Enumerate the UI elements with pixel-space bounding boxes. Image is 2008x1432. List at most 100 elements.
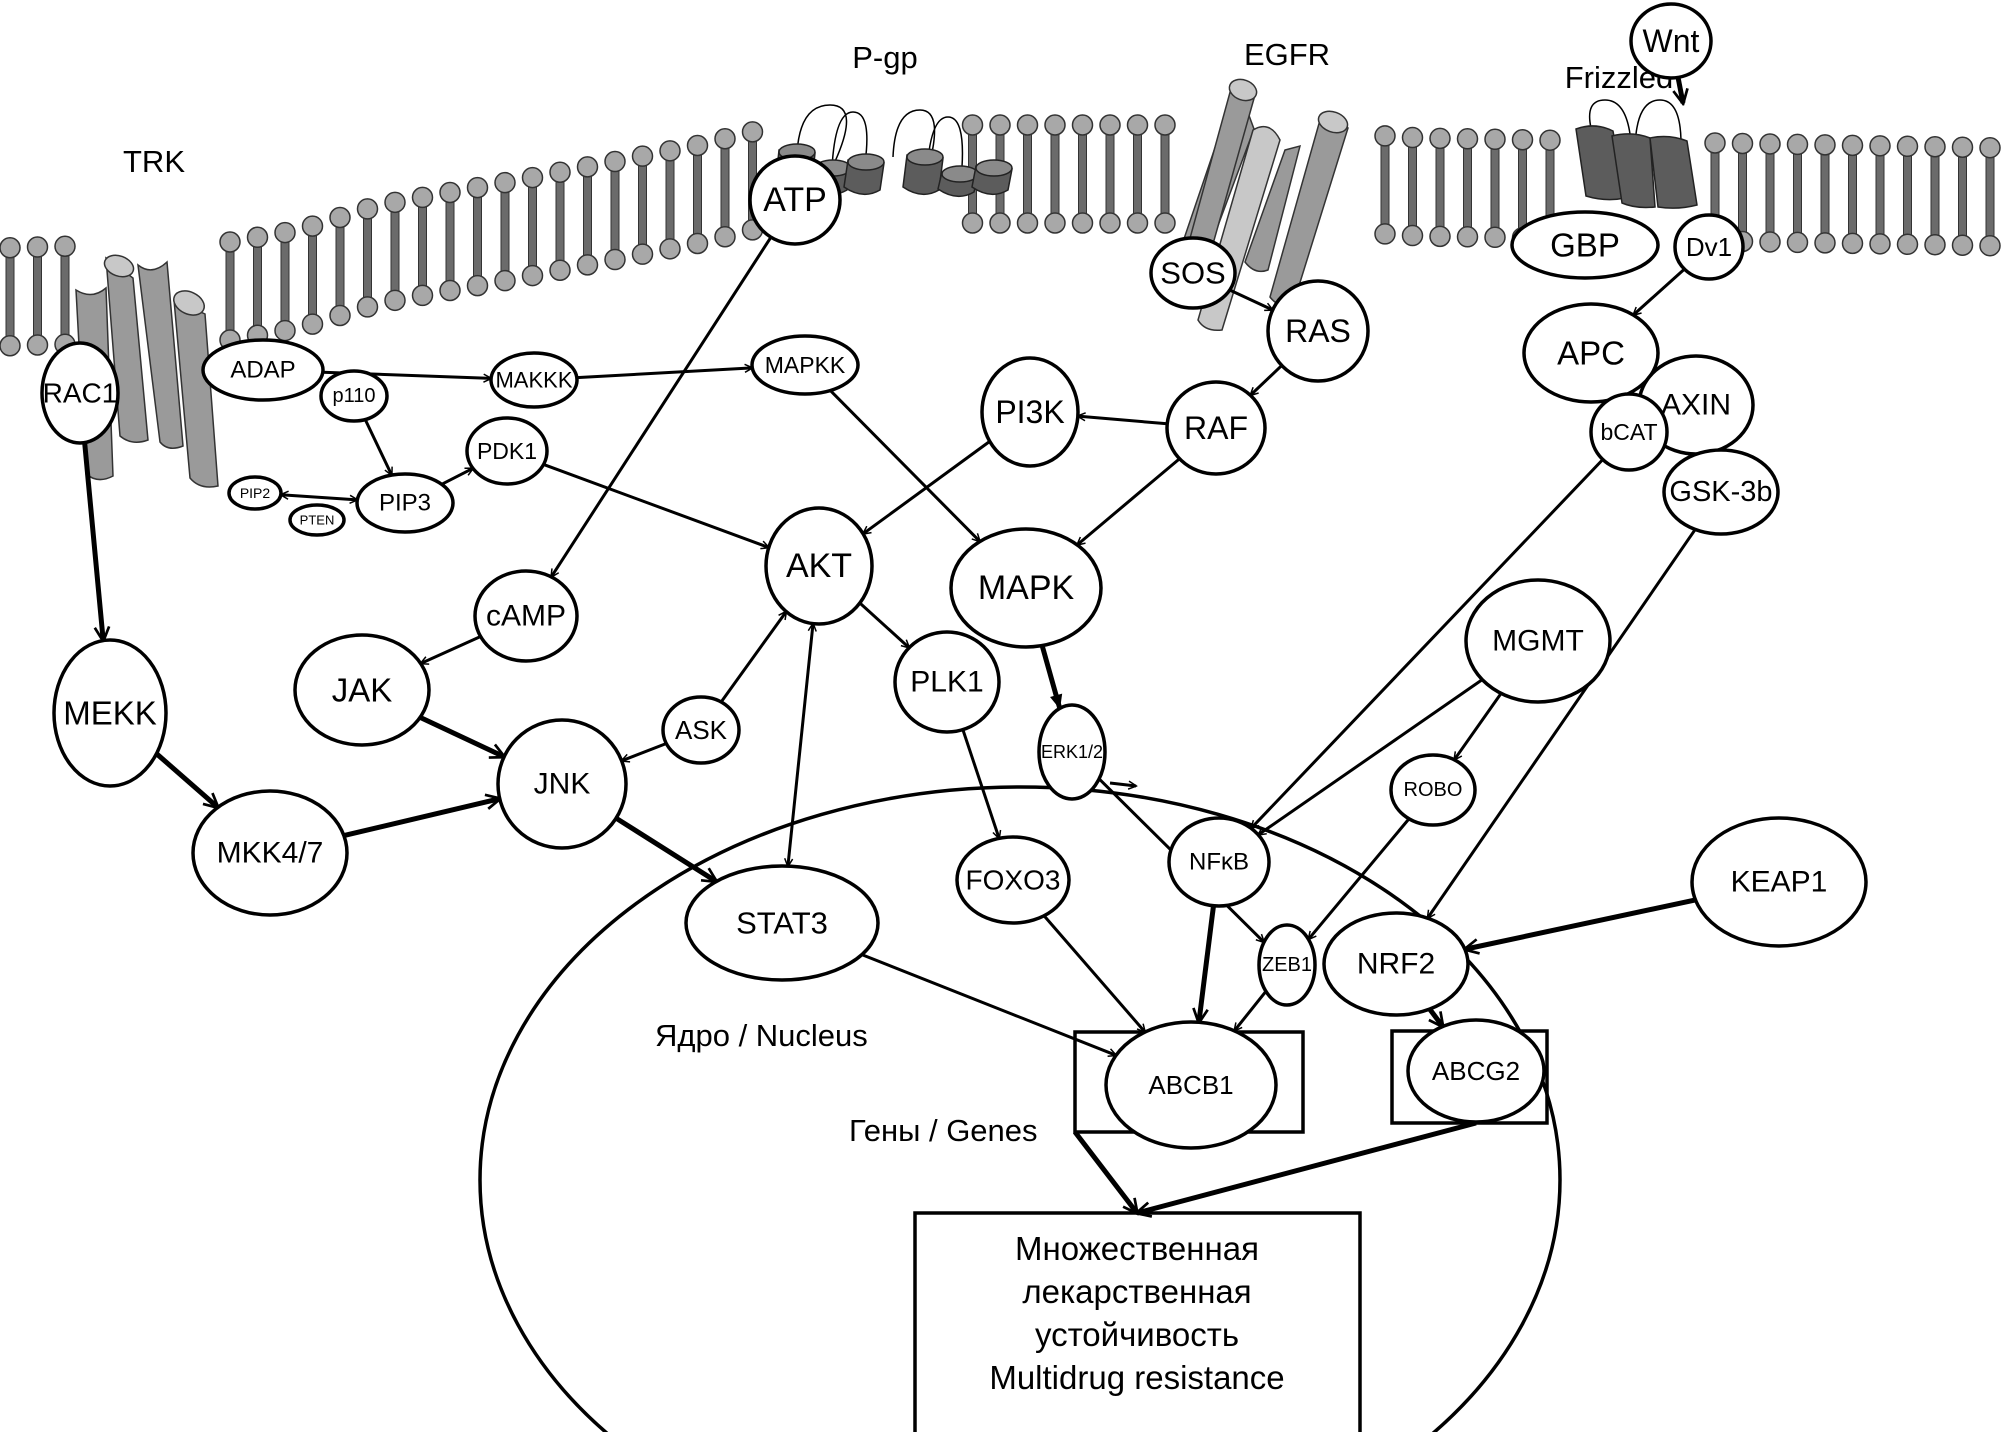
frizzled-receptor	[1575, 99, 1698, 209]
zeb1-label: ZEB1	[1262, 954, 1312, 976]
mdr-line-4: Multidrug resistance	[989, 1359, 1284, 1396]
lipid	[521, 166, 544, 287]
akt-label: AKT	[786, 547, 852, 585]
erk12-node: ERK1/2	[1037, 703, 1107, 801]
mgmt-label: MGMT	[1492, 625, 1584, 658]
p110-label: p110	[332, 385, 375, 407]
edge-mkk47-jnk	[343, 799, 500, 838]
pi3k-label: PI3K	[995, 394, 1064, 430]
keap1-node: KEAP1	[1690, 816, 1868, 948]
lipid	[1814, 134, 1836, 254]
edge-pip3-pip2	[281, 495, 357, 500]
lipid	[549, 161, 571, 281]
jak-label: JAK	[332, 672, 393, 709]
lipid	[411, 186, 434, 307]
lipid	[576, 156, 599, 276]
edge-nfkb-abcb1	[1199, 905, 1216, 1023]
gbp-label: GBP	[1550, 227, 1620, 264]
pgp-helix	[971, 159, 1013, 196]
lipid	[301, 215, 324, 335]
dv1-node: Dv1	[1673, 213, 1745, 281]
edge-raf-mapk	[1077, 457, 1181, 545]
edge-foxo3-abcb1	[1042, 914, 1145, 1032]
lipid	[274, 221, 296, 342]
edge-stat3-abcb1	[861, 953, 1116, 1056]
edge-akt-stat3	[788, 624, 813, 866]
jnk-node: JNK	[496, 718, 628, 850]
nucleus-label: Ядро / Nucleus	[655, 1018, 868, 1053]
trk-label: TRK	[123, 144, 185, 179]
lipid	[659, 140, 681, 260]
lipid	[1126, 114, 1149, 234]
pip2-label: PIP2	[240, 485, 271, 501]
lipid	[1099, 114, 1121, 234]
bcat-label: bCAT	[1600, 419, 1657, 445]
nfkb-node: NFκB	[1167, 816, 1271, 908]
abcb1-label: ABCB1	[1148, 1070, 1233, 1100]
pdk1-node: PDK1	[465, 416, 549, 486]
edge-atp-camp	[550, 236, 773, 577]
lipid	[1401, 126, 1424, 247]
pgp-helix	[937, 165, 979, 198]
mapkk-node: MAPKK	[750, 334, 860, 396]
edge-mgmt-nfkb	[1258, 678, 1484, 835]
mkk47-node: MKK4/7	[191, 789, 349, 917]
edge-bcat-nfkb	[1251, 458, 1604, 829]
atp-node: ATP	[748, 154, 842, 246]
wnt-node: Wnt	[1629, 2, 1713, 80]
sos-node: SOS	[1149, 236, 1237, 310]
mgmt-node: MGMT	[1464, 578, 1612, 704]
lipid	[1456, 128, 1479, 248]
stat3-node: STAT3	[684, 864, 880, 982]
sos-label: SOS	[1160, 256, 1225, 291]
adap-node: ADAP	[201, 338, 325, 402]
lipid	[1374, 125, 1396, 245]
multidrug-resistance-box: Множественная лекарственная устойчивость…	[913, 1211, 1362, 1432]
membrane-receptors	[75, 78, 1698, 488]
nucleus	[478, 785, 1562, 1432]
edge-jnk-stat3	[614, 816, 716, 884]
edge-rac1-mekk	[82, 442, 104, 641]
lipid	[439, 181, 461, 302]
mekk-node: MEKK	[52, 638, 168, 788]
lipid	[356, 198, 379, 318]
edge-gsk3b-nrf2	[1426, 528, 1697, 918]
edge-mekk-mkk47	[154, 751, 217, 808]
edge-mapkk-mapk	[829, 389, 980, 541]
mkk47-label: MKK4/7	[217, 837, 324, 870]
lipid	[1951, 136, 1974, 256]
edge-sos-ras	[1229, 288, 1273, 312]
edge-jak-jnk	[419, 715, 504, 760]
gsk3b-node: GSK-3b	[1662, 448, 1780, 536]
jnk-label: JNK	[534, 768, 591, 801]
pdk1-label: PDK1	[477, 438, 537, 464]
pgp-helix	[843, 153, 885, 196]
edge-mapk-erk12	[1039, 644, 1063, 710]
lipid	[466, 176, 489, 297]
plk1-node: PLK1	[893, 630, 1001, 734]
cell-membrane	[0, 114, 2001, 357]
lipid	[714, 128, 736, 248]
ask-label: ASK	[675, 715, 728, 745]
pip2-node: PIP2	[227, 475, 283, 511]
mapk-node: MAPK	[949, 527, 1103, 649]
lipid	[631, 145, 654, 265]
gbp-node: GBP	[1510, 210, 1660, 280]
wnt-label: Wnt	[1643, 23, 1700, 59]
lipid	[1924, 136, 1946, 256]
atp-label: ATP	[763, 181, 827, 219]
foxo3-node: FOXO3	[955, 835, 1071, 925]
p110-node: p110	[319, 369, 389, 423]
rac1-label: RAC1	[43, 378, 118, 409]
lipid	[1016, 114, 1039, 234]
mdr-line-2: лекарственная	[1022, 1273, 1251, 1310]
erk12-label: ERK1/2	[1041, 742, 1103, 762]
edge-abcg2-mdr	[1137, 1120, 1477, 1213]
edge-pip3-pdk1	[441, 467, 473, 486]
apc-label: APC	[1557, 335, 1625, 372]
abcg2-node: ABCG2	[1406, 1018, 1546, 1124]
mapkk-label: MAPKK	[765, 352, 846, 378]
lipid	[1896, 135, 1919, 256]
